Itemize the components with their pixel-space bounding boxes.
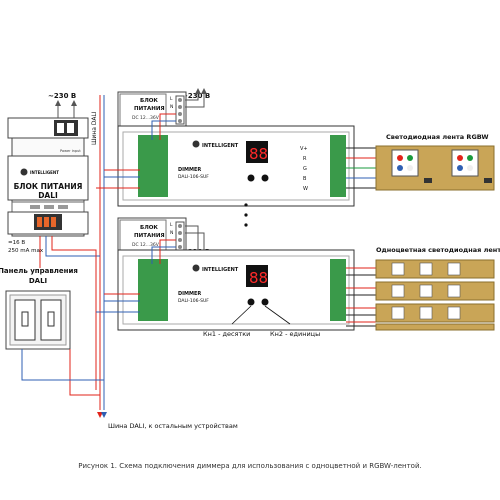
strip-rgbw-title: Светодиодная лента RGBW <box>386 133 489 141</box>
psu-power-input-label: Power input <box>60 149 81 153</box>
panel-title-1: Панель управления <box>0 267 78 275</box>
psu-bottom-terminal-N: N <box>170 230 173 236</box>
wires-dali-bus <box>21 95 140 410</box>
dimmer-top-word: DIMMER <box>178 167 201 173</box>
more-devices-dots <box>244 203 248 227</box>
dimmer-top: INTELLIGENT DIMMER DALI-106-SUF 88 <box>117 125 355 207</box>
figure-caption: Рисунок 1. Схема подключения диммера для… <box>78 462 422 470</box>
dimmer-top-output-labels: V+ R G B W <box>300 146 308 192</box>
psu-bottom-title-2: ПИТАНИЯ <box>134 233 165 239</box>
dali-control-panel: Панель управления DALI <box>0 267 78 350</box>
dimmer-top-display <box>246 141 268 163</box>
dimmer-top-model: DALI-106-SUF <box>178 174 209 180</box>
mains-arrow-psu-top <box>185 88 207 108</box>
dimmer-top-display-digits: 88 <box>249 145 268 163</box>
psu-bottom-title-1: БЛОК <box>140 225 158 231</box>
dimmer-top-logo-icon <box>192 140 200 148</box>
dimmer-bottom-logo-icon <box>192 264 200 272</box>
svg-text:R: R <box>303 156 307 162</box>
strip-mono <box>375 259 495 331</box>
svg-text:W: W <box>303 186 308 192</box>
dimmer-bottom-word: DIMMER <box>178 291 201 297</box>
wires-rgbw <box>346 147 380 189</box>
psu-bottom-terminal-L: L <box>170 222 173 228</box>
psu-output-voltage: =16 В <box>8 240 25 246</box>
dimmer-bottom: INTELLIGENT DIMMER DALI-106-SUF 88 <box>117 249 355 331</box>
dimmer-top-button-1 <box>247 174 255 182</box>
svg-text:V+: V+ <box>300 146 308 152</box>
button-2-description: Кн2 - единицы <box>270 330 320 338</box>
strip-mono-title: Одноцветная светодиодная лента <box>376 246 500 254</box>
psu-top-range: DC 12...36V <box>132 115 160 121</box>
button-callout-lines <box>231 305 291 325</box>
mains-label-psu-top: ~230 В <box>182 92 210 100</box>
dimmer-bottom-brand: INTELLIGENT <box>202 267 239 273</box>
button-1-description: Кн1 - десятки <box>203 330 250 338</box>
psu-top-terminal-N: N <box>170 104 173 110</box>
dimmer-bottom-display <box>246 265 268 287</box>
psu-bottom-range: DC 12...36V <box>132 242 160 248</box>
dali-bus-arrow-icon <box>97 412 107 418</box>
wires-mono <box>346 267 380 327</box>
psu-top-title-2: ПИТАНИЯ <box>134 106 165 112</box>
psu-dali-title-2: DALI <box>38 191 58 200</box>
dali-bus-bottom-label: Шина DALI, к остальным устройствам <box>108 422 238 430</box>
dimmer-top-brand: INTELLIGENT <box>202 143 239 149</box>
dimmer-bottom-display-digits: 88 <box>249 269 268 287</box>
psu-output-terminal <box>37 217 42 227</box>
dimmer-bottom-button-1 <box>247 298 255 306</box>
psu-output-current: 250 mA max <box>8 248 44 254</box>
dimmer-bottom-button-2 <box>261 298 269 306</box>
dali-bus-top-label: Шина DALI <box>91 111 98 145</box>
mains-label-psu-dali: ~230 В <box>48 92 76 100</box>
panel-title-2: DALI <box>29 277 47 285</box>
dimmer-top-button-2 <box>261 174 269 182</box>
psu-brand: INTELLIGENT <box>30 170 59 175</box>
psu-top-terminal-L: L <box>170 96 173 102</box>
strip-rgbw <box>375 145 495 191</box>
psu-top-title-1: БЛОК <box>140 98 158 104</box>
mains-arrow-psu-dali <box>55 100 77 118</box>
wires-psu-dimmer <box>151 113 176 264</box>
dali-power-supply: Power input INTELLIGENT БЛОК ПИТАНИЯ DAL… <box>7 117 89 254</box>
svg-text:B: B <box>303 176 307 182</box>
psu-dali-title-1: БЛОК ПИТАНИЯ <box>14 182 83 191</box>
dimmer-bottom-model: DALI-106-SUF <box>178 298 209 304</box>
brand-logo-icon <box>20 168 28 176</box>
svg-text:G: G <box>303 166 307 172</box>
